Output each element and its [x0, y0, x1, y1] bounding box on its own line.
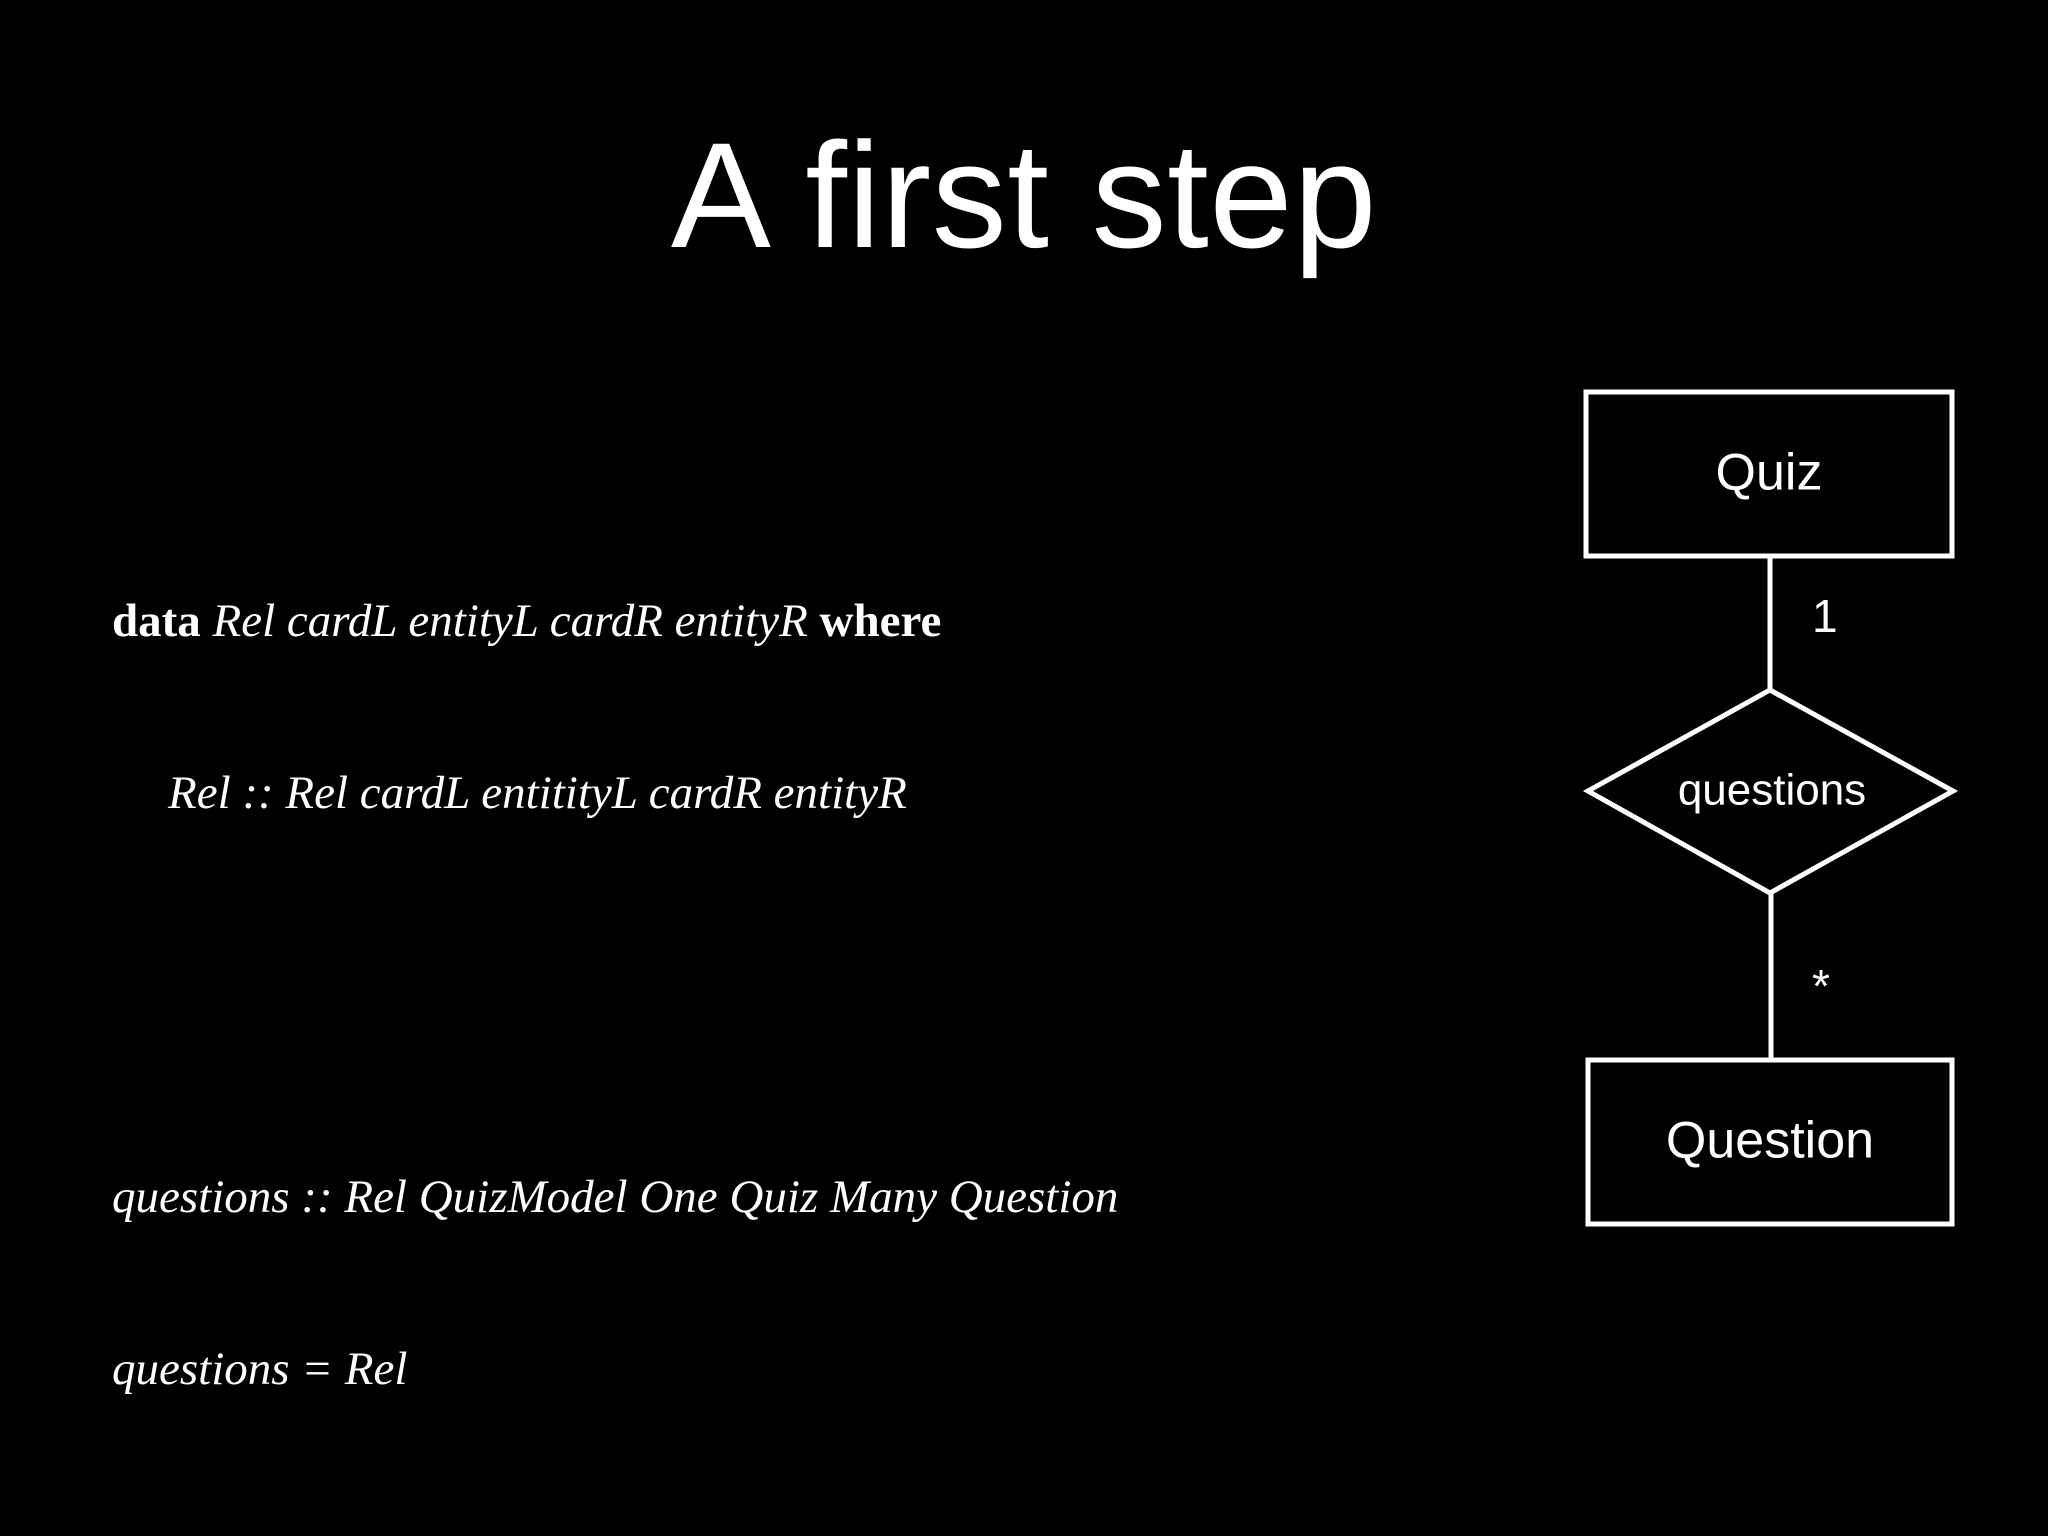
code-keyword: where [819, 594, 942, 647]
code-line: questions :: Rel QuizModel One Quiz Many… [112, 1171, 1119, 1224]
cardinality-label-question-side: * [1812, 960, 1830, 1012]
entity-label-question: Question [1666, 1112, 1874, 1170]
er-diagram: Quiz 1 questions * Question [1560, 370, 1980, 1250]
page-title: A first step [670, 111, 1378, 279]
entity-label-quiz: Quiz [1716, 444, 1823, 502]
cardinality-label-quiz-side: 1 [1812, 590, 1838, 642]
code-block-questions-definition: questions :: Rel QuizModel One Quiz Many… [112, 1055, 1492, 1514]
code-line: questions = Rel [112, 1343, 408, 1396]
code-column: data Rel cardL entityL cardR entityR whe… [112, 478, 1492, 1513]
code-line: Rel :: Rel cardL entitityL cardR entityR [168, 766, 907, 819]
code-keyword: data [112, 594, 213, 647]
code-line: data Rel cardL entityL cardR entityR whe… [112, 593, 1492, 650]
code-text: Rel cardL entityL cardR entityR [212, 594, 820, 647]
entity-box-question [1585, 1057, 1955, 1227]
relationship-label-questions: questions [1678, 766, 1866, 815]
code-block-rel-datatype-declaration: data Rel cardL entityL cardR entityR whe… [112, 478, 1492, 937]
